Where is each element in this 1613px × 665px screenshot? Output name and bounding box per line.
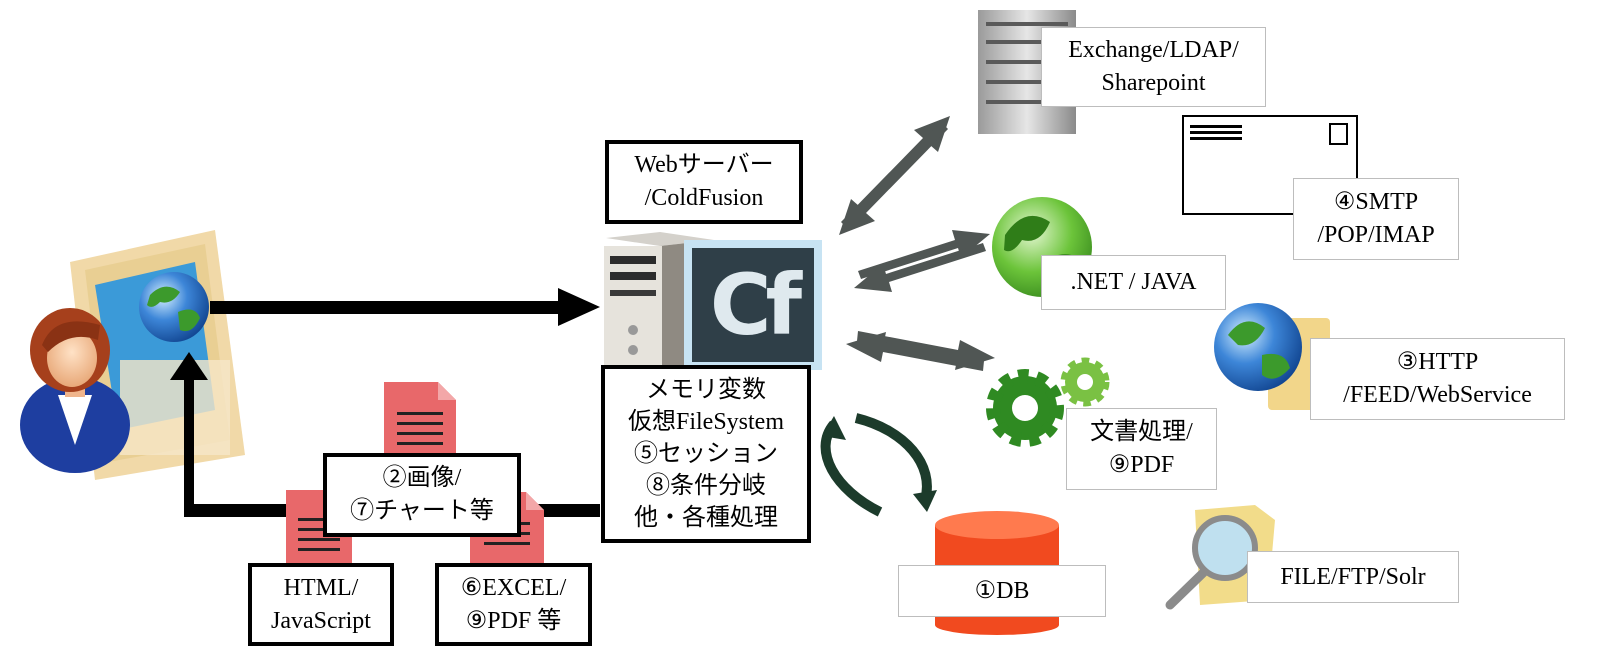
html-javascript-label: HTML/ JavaScript — [248, 563, 394, 646]
http-label: ③HTTP /FEED/WebService — [1310, 338, 1565, 420]
coldfusion-logo: Cf — [684, 240, 822, 370]
webserver-label: Webサーバー /ColdFusion — [605, 140, 803, 224]
user-at-computer-icon — [20, 230, 245, 480]
response-arrow — [170, 352, 600, 517]
docproc-bidirectional-arrow — [846, 331, 995, 371]
dotnet-java-label: .NET / JAVA — [1041, 255, 1226, 310]
file-ftp-solr-label: FILE/FTP/Solr — [1247, 551, 1459, 603]
smtp-label: ④SMTP /POP/IMAP — [1293, 178, 1459, 260]
image-chart-label: ②画像/ ⑦チャート等 — [323, 453, 521, 537]
cycle-arrows — [820, 413, 937, 517]
coldfusion-logo-text: Cf — [692, 248, 814, 362]
gears-icon — [986, 357, 1110, 447]
exchange-bidirectional-arrow — [839, 116, 950, 235]
exchange-ldap-label: Exchange/LDAP/ Sharepoint — [1041, 27, 1266, 107]
globe-icon — [139, 272, 209, 342]
dotnet-bidirectional-arrow — [854, 230, 990, 292]
document-icon — [384, 382, 456, 460]
request-arrow — [210, 288, 600, 326]
excel-pdf-label: ⑥EXCEL/ ⑨PDF 等 — [435, 563, 592, 646]
db-label: ①DB — [898, 565, 1106, 617]
docproc-pdf-label: 文書処理/ ⑨PDF — [1066, 408, 1217, 490]
core-features-label: メモリ変数 仮想FileSystem ⑤セッション ⑧条件分岐 他・各種処理 — [601, 365, 811, 543]
